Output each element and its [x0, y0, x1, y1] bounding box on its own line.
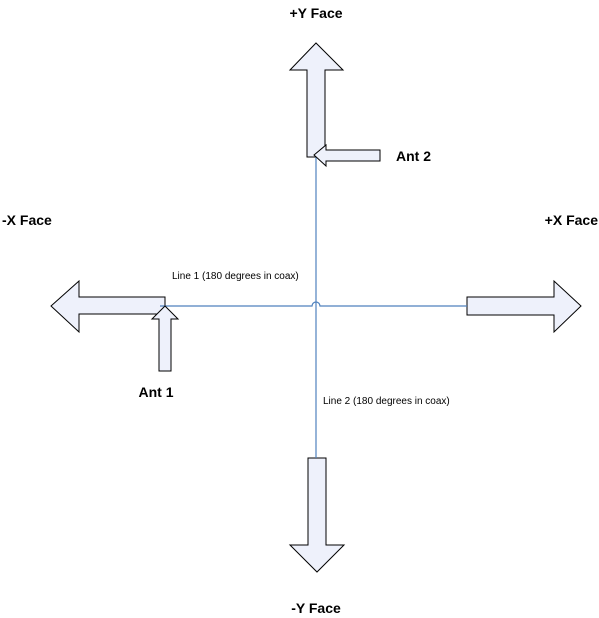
- minus-y-face-label: -Y Face: [291, 600, 341, 616]
- ant-2-arrow: [313, 143, 381, 168]
- line-1: [160, 301, 467, 307]
- ant-2-label: Ant 2: [396, 148, 431, 164]
- line-1-label: Line 1 (180 degrees in coax): [172, 271, 299, 282]
- minus-x-face-arrow: [50, 279, 166, 334]
- line-2-label: Line 2 (180 degrees in coax): [323, 396, 450, 407]
- plus-y-face-arrow: [288, 42, 345, 158]
- plus-y-face-label: +Y Face: [289, 5, 342, 21]
- minus-y-face-arrow: [288, 457, 346, 573]
- ant-1-arrow: [150, 305, 180, 372]
- minus-x-face-label: -X Face: [2, 212, 52, 228]
- plus-x-face-label: +X Face: [545, 212, 599, 228]
- plus-x-face-arrow: [466, 279, 582, 334]
- ant-1-label: Ant 1: [139, 384, 174, 400]
